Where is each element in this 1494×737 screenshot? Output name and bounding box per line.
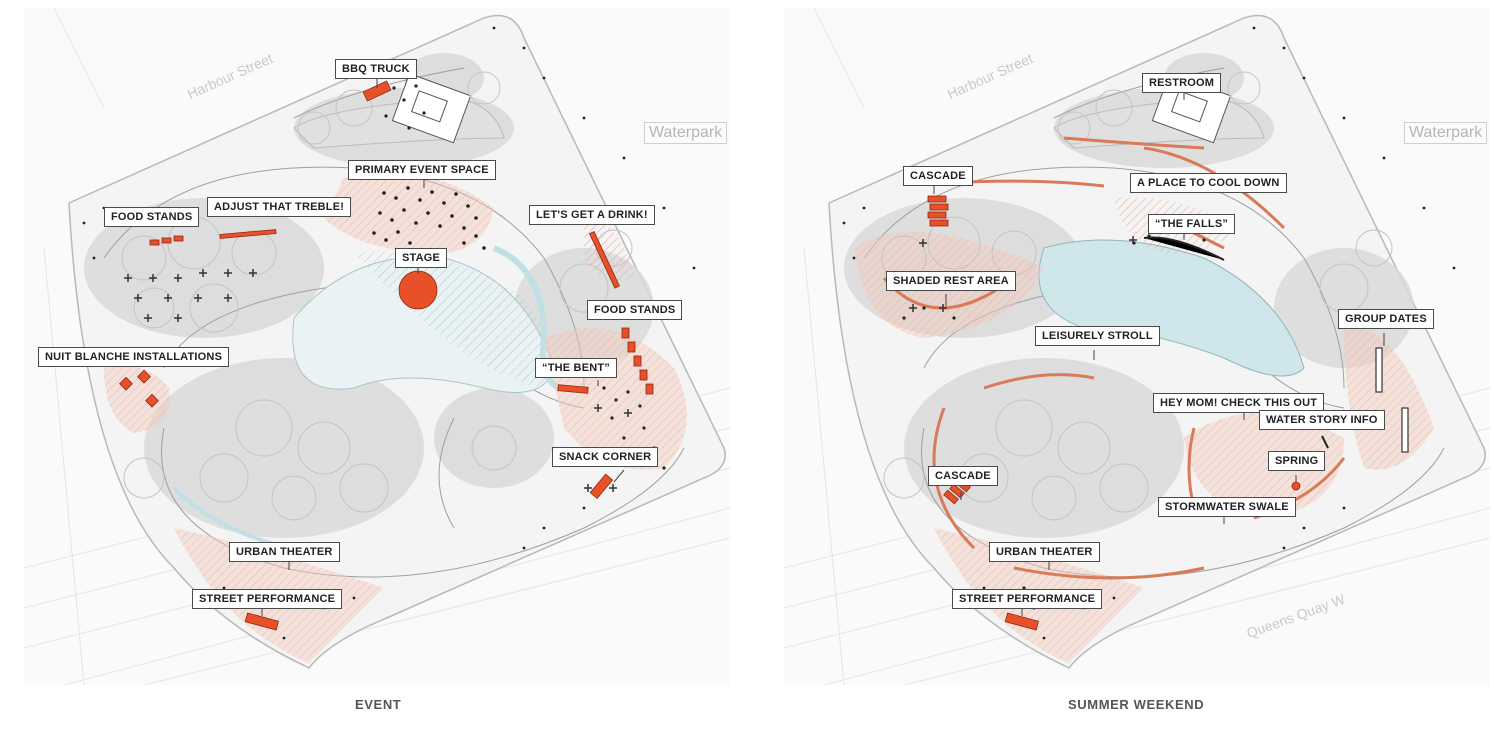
label-urban-theater: URBAN THEATER: [989, 542, 1100, 562]
summer-weekend-map-panel: Harbour Street Waterpark Queens Quay W R…: [784, 8, 1490, 685]
label-the-bent: “THE BENT”: [535, 358, 617, 378]
label-water-story-info: WATER STORY INFO: [1259, 410, 1385, 430]
summer-site-plan: [784, 8, 1490, 685]
label-stage: STAGE: [395, 248, 448, 268]
label-nuit-blanche: NUIT BLANCHE INSTALLATIONS: [38, 347, 230, 367]
label-the-falls: “THE FALLS”: [1148, 214, 1236, 234]
label-lets-get-a-drink: LET'S GET A DRINK!: [529, 205, 655, 225]
label-shaded-rest-area: SHADED REST AREA: [886, 271, 1016, 291]
label-cascade-south: CASCADE: [928, 466, 998, 486]
caption-event: EVENT: [355, 697, 402, 712]
label-food-stands-west: FOOD STANDS: [104, 207, 200, 227]
label-street-performance: STREET PERFORMANCE: [952, 589, 1103, 609]
label-urban-theater: URBAN THEATER: [229, 542, 340, 562]
waterpark-label: Waterpark: [644, 122, 728, 144]
label-snack-corner: SNACK CORNER: [552, 447, 659, 467]
label-leisurely-stroll: LEISURELY STROLL: [1035, 326, 1160, 346]
label-hey-mom: HEY MOM! CHECK THIS OUT: [1153, 393, 1325, 413]
label-cascade-north: CASCADE: [903, 166, 973, 186]
label-food-stands-east: FOOD STANDS: [587, 300, 683, 320]
caption-summer-weekend: SUMMER WEEKEND: [1068, 697, 1205, 712]
event-map-panel: Harbour Street Waterpark BBQ TRUCK PRIMA…: [24, 8, 730, 685]
waterpark-label: Waterpark: [1404, 122, 1488, 144]
label-street-performance: STREET PERFORMANCE: [192, 589, 343, 609]
label-a-place-to-cool-down: A PLACE TO COOL DOWN: [1130, 173, 1287, 193]
label-adjust-that-treble: ADJUST THAT TREBLE!: [207, 197, 352, 217]
label-restroom: RESTROOM: [1142, 73, 1222, 93]
label-stormwater-swale: STORMWATER SWALE: [1158, 497, 1296, 517]
label-group-dates: GROUP DATES: [1338, 309, 1434, 329]
label-spring: SPRING: [1268, 451, 1326, 471]
label-primary-event-space: PRIMARY EVENT SPACE: [348, 160, 496, 180]
label-bbq-truck: BBQ TRUCK: [335, 59, 417, 79]
